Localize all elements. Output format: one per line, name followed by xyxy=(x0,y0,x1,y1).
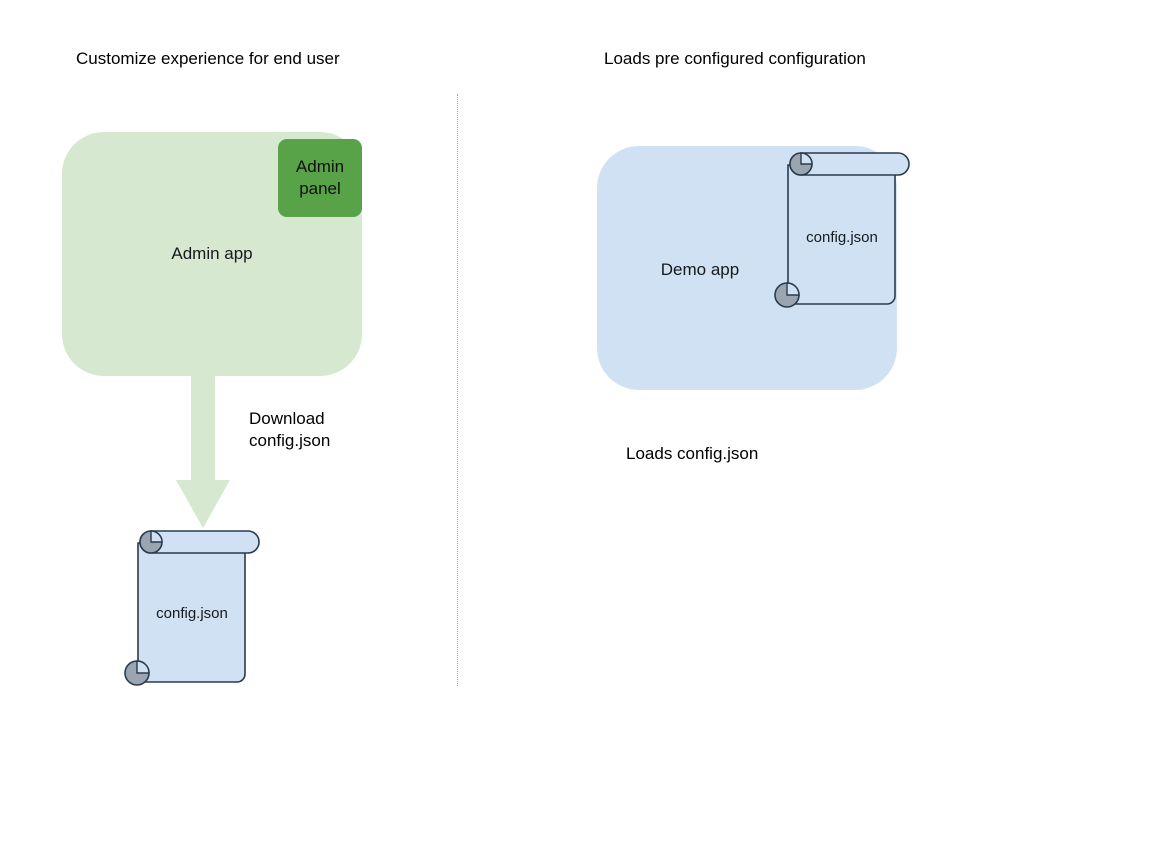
download-arrow-label: Download config.json xyxy=(249,409,331,450)
config-json-label-right: config.json xyxy=(806,229,878,246)
download-arrow-icon xyxy=(176,370,230,528)
vertical-dotted-divider xyxy=(457,94,458,686)
demo-app-label: Demo app xyxy=(660,260,740,279)
loads-config-caption: Loads config.json xyxy=(626,444,759,463)
config-json-document-left[interactable]: config.json xyxy=(120,528,270,690)
config-json-document-right[interactable]: config.json xyxy=(770,150,920,312)
left-section-title: Customize experience for end user xyxy=(76,49,340,68)
admin-panel-chip[interactable]: Admin panel xyxy=(278,139,362,217)
admin-panel-label: Admin panel xyxy=(295,157,345,198)
admin-app-label: Admin app xyxy=(171,244,253,263)
config-json-label-left: config.json xyxy=(156,605,228,622)
right-section-title: Loads pre configured configuration xyxy=(604,49,866,68)
admin-app-card[interactable]: Admin app Admin panel xyxy=(62,132,362,376)
